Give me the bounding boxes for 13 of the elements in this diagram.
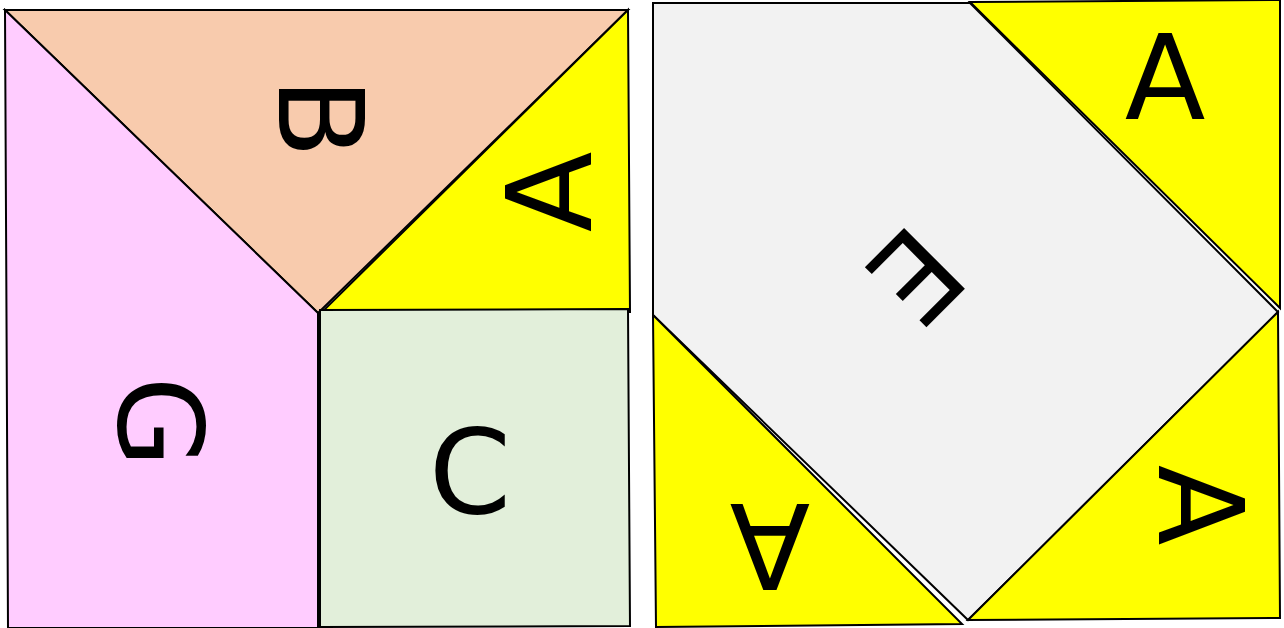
triangle-piece: [968, 312, 1280, 620]
triangle-piece: [5, 10, 628, 313]
piece-letter: A: [1141, 464, 1259, 546]
piece-letter: G: [101, 376, 219, 468]
triangle-piece: [970, 0, 1280, 308]
piece-letter: A: [1124, 19, 1206, 137]
piece-letter: E: [846, 206, 984, 344]
square-piece: [320, 309, 630, 627]
piece-letter: C: [428, 413, 512, 531]
piece-letter: B: [261, 77, 379, 159]
piece-letter: A: [491, 151, 609, 233]
pentagon-piece: [653, 3, 1278, 620]
piece-letter: A: [729, 486, 811, 604]
